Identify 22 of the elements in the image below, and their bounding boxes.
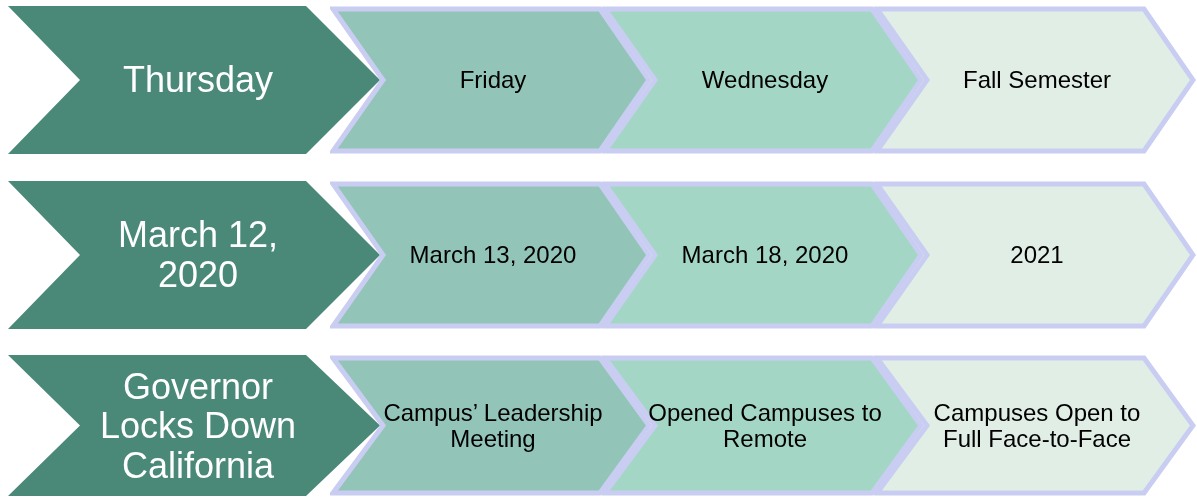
chevron-step [874,181,1196,329]
step-label: Campus’ Leadership Meeting [382,399,604,452]
chevron-step [602,6,924,154]
step-label: Opened Campuses to Remote [647,399,883,452]
step-label: March 13, 2020 [408,241,578,269]
step-label: 2021 [1009,241,1065,269]
chevron-step [8,6,380,154]
step-label: Friday [458,66,528,94]
step-label: March 12, 2020 [116,215,280,295]
step-label: Thursday [121,60,275,100]
step-label: March 18, 2020 [680,241,850,269]
chevron-step [602,181,924,329]
chevron-step [8,355,380,496]
chevron-step [8,181,380,329]
chevron-step [874,6,1196,154]
step-label: Governor Locks Down California [98,366,298,485]
step-label: Fall Semester [961,66,1112,94]
step-label: Wednesday [700,66,830,94]
chevron-step [602,355,924,496]
step-label: Campuses Open to Full Face-to-Face [932,399,1142,452]
chevron-step [330,181,652,329]
chevron-step [330,6,652,154]
